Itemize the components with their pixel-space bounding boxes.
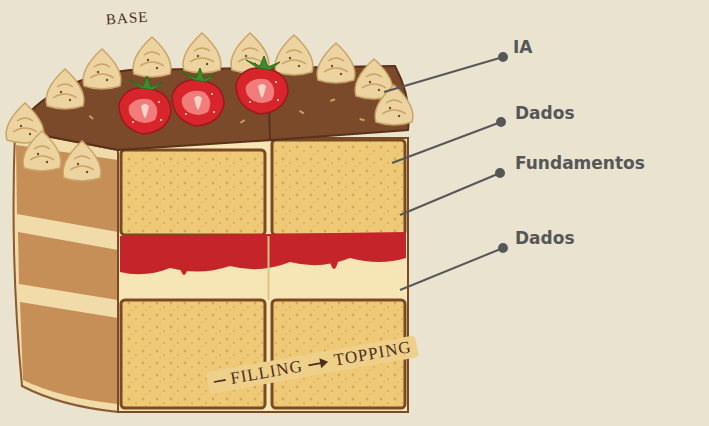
- callout-label: Dados: [515, 227, 575, 249]
- callout-label: Fundamentos: [515, 152, 645, 174]
- dash-symbol: [212, 375, 228, 387]
- arrow-symbol: [306, 356, 332, 372]
- cake-lettering: BASE: [102, 8, 151, 28]
- cake-lettering: BASE: [105, 9, 148, 28]
- callout-label: IA: [513, 36, 532, 58]
- callout-label: Dados: [515, 102, 575, 124]
